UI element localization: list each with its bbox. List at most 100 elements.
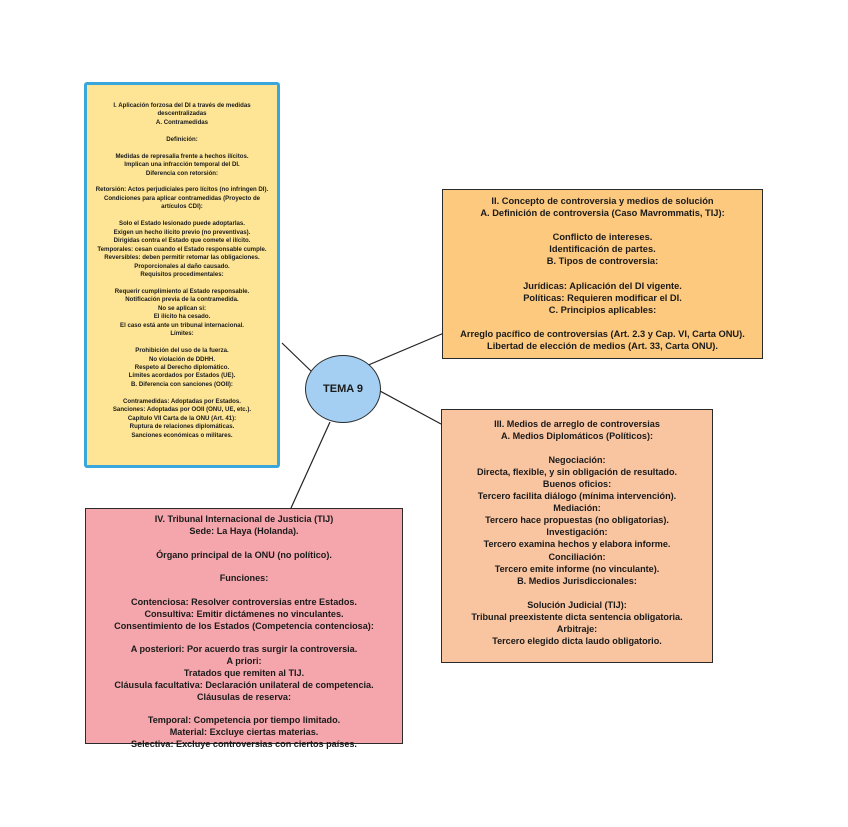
text-line: Reversibles: deben permitir retomar las … (104, 254, 260, 262)
text-line: Medidas de represalia frente a hechos il… (115, 152, 249, 160)
text-line: Definición: (166, 135, 198, 143)
blank-line (87, 389, 277, 397)
node-contramedidas: I. Aplicación forzosa del DI a través de… (84, 82, 280, 468)
blank-line (87, 144, 277, 152)
node-concepto-controversia: II. Concepto de controversia y medios de… (442, 189, 763, 359)
text-line: Mediación: (553, 503, 601, 514)
text-line: Contramedidas: Adoptadas por Estados. (123, 397, 241, 405)
text-line: A. Definición de controversia (Caso Mavr… (480, 208, 725, 219)
text-line: A posteriori: Por acuerdo tras surgir la… (130, 644, 358, 655)
text-line: Jurídicas: Aplicación del DI vigente. (523, 280, 682, 291)
text-line: Sanciones económicas o militares. (131, 431, 233, 439)
text-line: Buenos oficios: (542, 479, 612, 490)
blank-line (443, 268, 762, 280)
text-line: Consultiva: Emitir dictámenes no vincula… (144, 608, 344, 619)
text-line: B. Tipos de controversia: (546, 256, 659, 267)
text-line: Solución Judicial (TIJ): (527, 599, 627, 610)
text-line: Investigación: (546, 527, 608, 538)
text-line: Notificación previa de la contramedida. (125, 296, 239, 304)
connector-to-box4 (290, 421, 331, 509)
text-line: Implican una infracción temporal del DI. (124, 161, 240, 169)
text-line: Solo el Estado lesionado puede adoptarla… (119, 220, 245, 228)
text-line: Tratados que remiten al TIJ. (183, 667, 305, 678)
text-line: Tercero elegido dicta laudo obligatorio. (492, 635, 662, 646)
text-line: El caso está ante un tribunal internacio… (120, 321, 244, 329)
text-line: Retorsión: Actos perjudiciales pero líci… (95, 186, 269, 194)
blank-line (87, 212, 277, 220)
blank-line (443, 316, 762, 328)
blank-line (87, 127, 277, 135)
text-line: Identificación de partes. (549, 244, 656, 255)
text-line: Negociación: (548, 455, 606, 466)
text-line: III. Medios de arreglo de controversias (494, 419, 660, 429)
blank-line (443, 219, 762, 231)
text-line: Tercero facilita diálogo (mínima interve… (477, 491, 677, 502)
text-line: Directa, flexible, y sin obligación de r… (476, 467, 678, 478)
text-line: Requisitos procedimentales: (140, 271, 224, 278)
text-line: Órgano principal de la ONU (no político)… (156, 549, 332, 560)
text-line: Tribunal preexistente dicta sentencia ob… (471, 611, 683, 622)
text-line: A. Medios Diplomáticos (Políticos): (500, 431, 654, 442)
text-line: Temporal: Competencia por tiempo limitad… (147, 715, 341, 726)
text-line: Tercero examina hechos y elabora informe… (483, 539, 671, 550)
text-line: Límites acordados por Estados (UE). (128, 372, 236, 380)
text-line: B. Medios Jurisdiccionales: (517, 575, 637, 586)
text-line: Arbitraje: (556, 623, 598, 634)
text-line: artículos CDI): (161, 203, 203, 211)
text-line: IV. Tribunal Internacional de Justicia (… (154, 514, 334, 524)
text-line: Libertad de elección de medios (Art. 33,… (487, 341, 718, 352)
text-line: Arreglo pacífico de controversias (Art. … (460, 329, 745, 340)
central-topic-node: TEMA 9 (305, 355, 381, 423)
connector-to-box2 (365, 332, 445, 367)
text-line: Diferencia con retorsión: (145, 169, 219, 177)
text-line: Contenciosa: Resolver controversias entr… (131, 596, 357, 607)
text-line: No violación de DDHH. (148, 355, 216, 363)
text-line: Cláusula facultativa: Declaración unilat… (114, 679, 374, 690)
text-line: II. Concepto de controversia y medios de… (491, 196, 714, 206)
text-line: descentralizadas (157, 110, 207, 118)
text-line: Límites: (170, 330, 194, 338)
text-line: Temporales: cesan cuando el Estado respo… (97, 245, 267, 253)
text-line: Material: Excluye ciertas materias. (169, 727, 319, 738)
text-line: Tercero emite informe (no vinculante). (494, 563, 660, 574)
text-line: Dirigidas contra el Estado que comete el… (113, 237, 251, 245)
text-line: Sanciones: Adoptadas por OOII (ONU, UE, … (112, 406, 252, 414)
text-line: B. Diferencia con sanciones (OOII): (131, 380, 233, 388)
text-line: Prohibición del uso de la fuerza. (135, 347, 229, 355)
text-line: Requerir cumplimiento al Estado responsa… (114, 287, 250, 295)
text-line: Capítulo VII Carta de la ONU (Art. 41): (127, 414, 237, 422)
text-line: A priori: (226, 656, 262, 667)
text-line: Sede: La Haya (Holanda). (189, 525, 299, 536)
blank-line (442, 442, 712, 454)
text-line: C. Principios aplicables: (548, 304, 657, 315)
blank-line (86, 704, 402, 716)
blank-line (86, 632, 402, 644)
blank-line (86, 561, 402, 573)
text-line: Condiciones para aplicar contramedidas (… (103, 194, 261, 202)
text-line: Consentimiento de los Estados (Competenc… (114, 620, 374, 631)
text-line: Ruptura de relaciones diplomáticas. (129, 423, 235, 431)
text-line: Conflicto de intereses. (552, 232, 653, 243)
text-line: No se aplican si: (157, 304, 207, 312)
blank-line (86, 585, 402, 597)
text-line: Conciliación: (548, 551, 606, 562)
connector-to-box3 (379, 390, 442, 425)
blank-line (87, 178, 277, 186)
text-line: Cláusulas de reserva: (196, 691, 292, 702)
text-line: I. Aplicación forzosa del DI a través de… (113, 102, 251, 109)
text-line: Selectiva: Excluye controversias con cie… (131, 739, 357, 750)
connector-to-box1 (281, 342, 313, 373)
node-tribunal-internacional: IV. Tribunal Internacional de Justicia (… (85, 508, 403, 749)
text-line: Funciones: (219, 573, 269, 584)
text-line: Proporcionales al daño causado. (134, 262, 230, 270)
blank-line (442, 587, 712, 599)
text-line: Respeto al Derecho diplomático. (134, 363, 230, 371)
text-line: Exigen un hecho ilícito previo (no preve… (113, 228, 251, 236)
blank-line (86, 538, 402, 550)
text-line: El ilícito ha cesado. (153, 313, 211, 321)
text-line: Tercero hace propuestas (no obligatorias… (485, 515, 669, 526)
text-line: A. Contramedidas (155, 118, 209, 126)
central-topic-label: TEMA 9 (323, 383, 363, 395)
